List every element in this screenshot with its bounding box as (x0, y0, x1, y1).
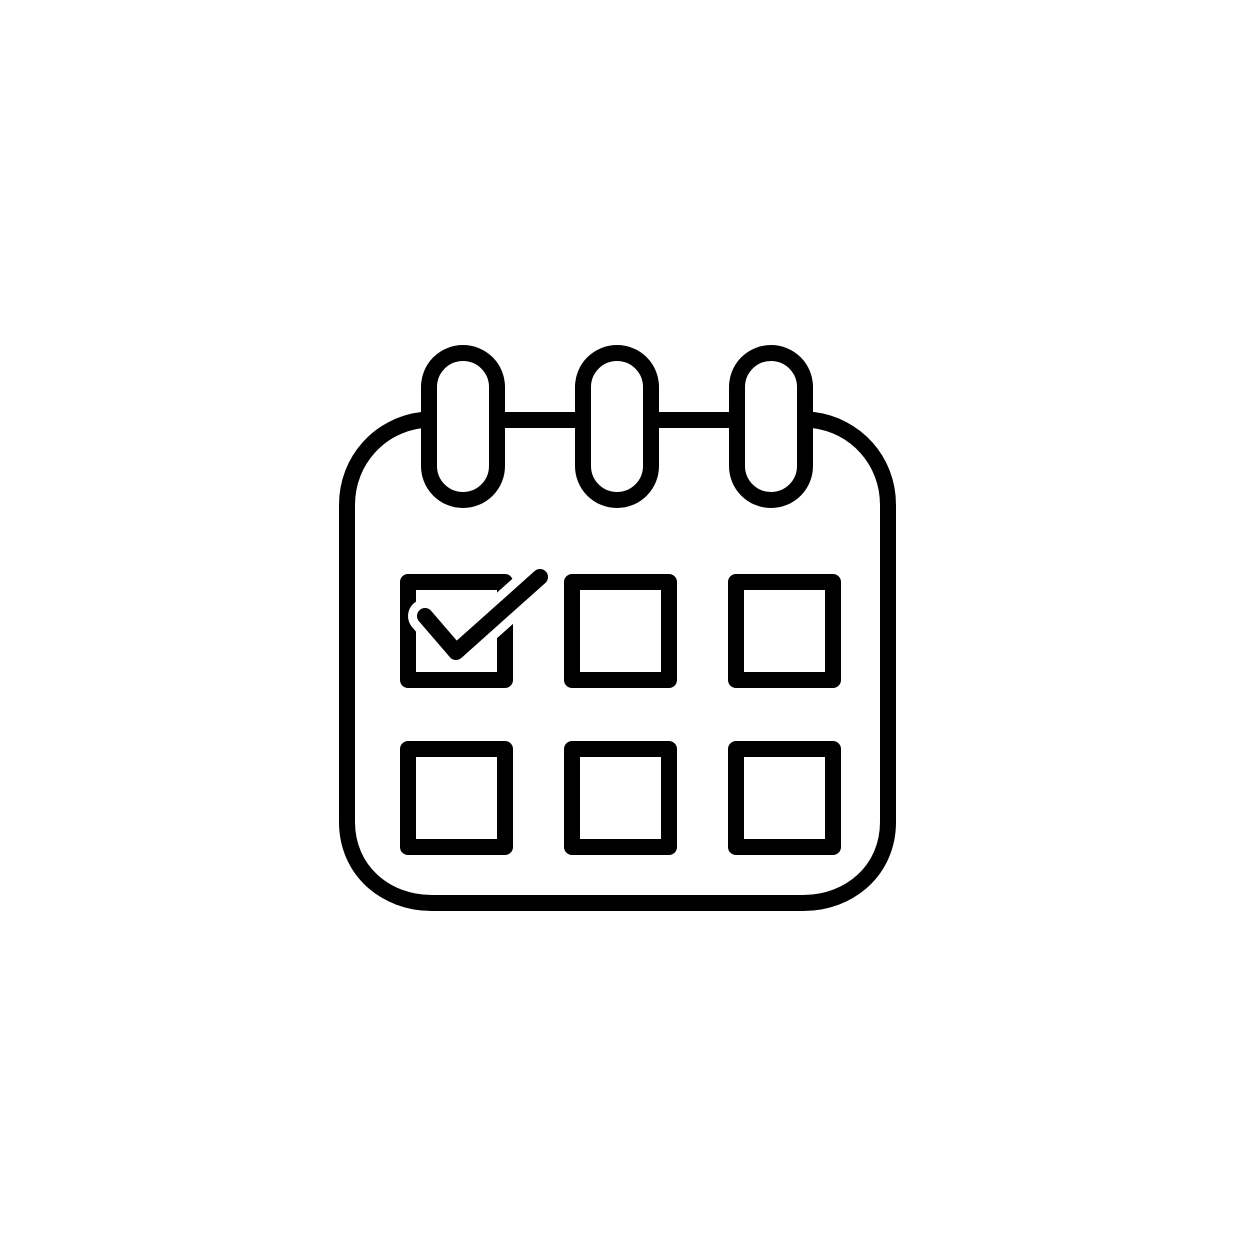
calendar-body (339, 412, 896, 911)
calendar-ring-icon (421, 345, 505, 508)
calendar-day-cell (728, 574, 841, 688)
calendar-day-cell (400, 741, 513, 855)
checkmark-icon (417, 569, 548, 660)
calendar-day-cell (564, 741, 677, 855)
calendar-day-cell (728, 741, 841, 855)
calendar-ring-icon (729, 345, 813, 508)
calendar-day-cell (564, 574, 677, 688)
calendar-ring-icon (575, 345, 659, 508)
